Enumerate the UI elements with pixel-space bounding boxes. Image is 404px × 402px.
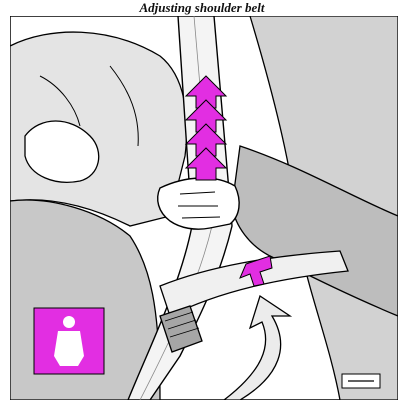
belt-illustration (10, 16, 398, 400)
seat-occupant-icon (34, 308, 104, 374)
adjusting-hand (158, 178, 239, 229)
scale-bar-icon (342, 374, 380, 388)
